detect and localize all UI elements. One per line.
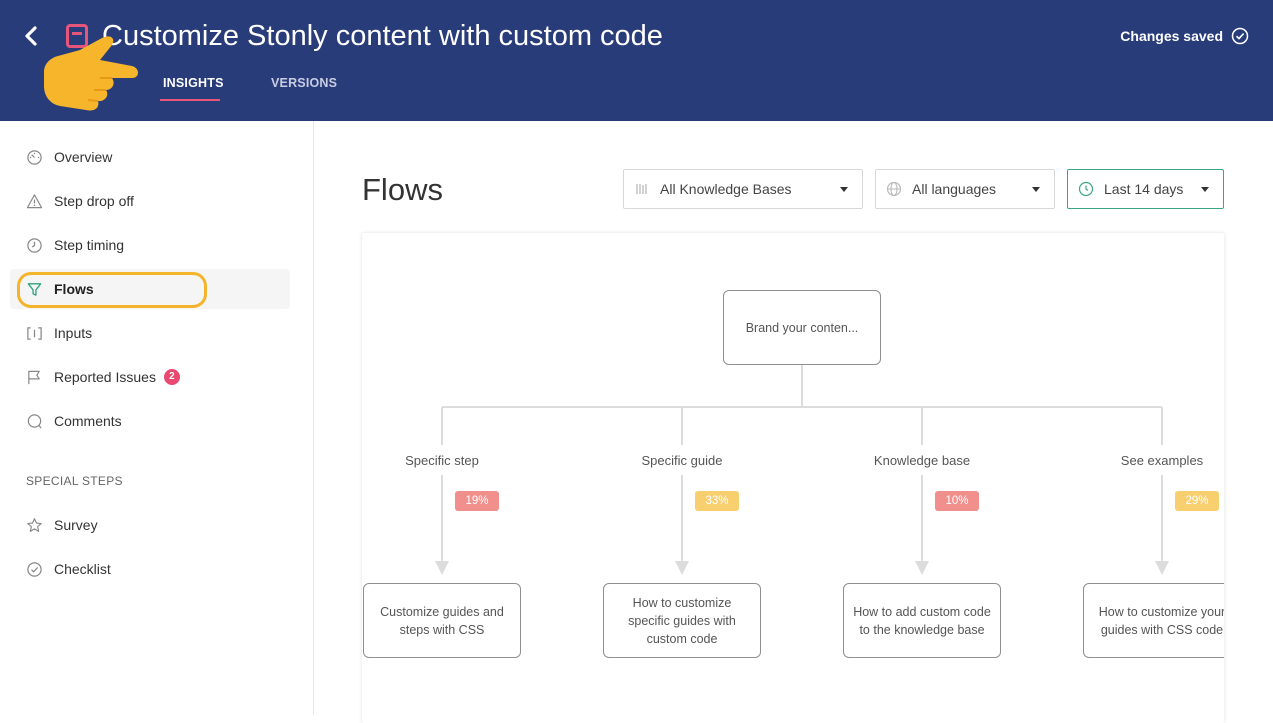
clock-icon <box>1078 181 1094 197</box>
knowledge-base-icon <box>634 181 650 197</box>
branch-label: Knowledge base <box>873 453 971 468</box>
sidebar-item-label: Overview <box>54 149 113 165</box>
sidebar-item-inputs[interactable]: Inputs <box>10 313 290 353</box>
flow-target-node[interactable]: How to customize specific guides with cu… <box>603 583 761 658</box>
sidebar-item-label: Reported Issues <box>54 369 156 385</box>
check-circle-icon <box>25 560 43 578</box>
input-brackets-icon <box>25 324 43 342</box>
comment-icon <box>25 412 43 430</box>
sidebar-item-overview[interactable]: Overview <box>10 137 290 177</box>
save-status: Changes saved <box>1120 27 1249 45</box>
check-circle-icon <box>1231 27 1249 45</box>
sidebar-item-label: Comments <box>54 413 122 429</box>
knowledge-base-filter-value: All Knowledge Bases <box>660 181 792 197</box>
pointing-hand-icon <box>44 36 138 111</box>
flag-icon <box>25 368 43 386</box>
chevron-down-icon <box>1032 187 1040 192</box>
special-steps-heading: SPECIAL STEPS <box>26 474 123 488</box>
guide-doc-icon <box>66 24 88 48</box>
back-arrow-icon[interactable] <box>18 22 44 50</box>
funnel-icon <box>25 280 43 298</box>
chevron-down-icon <box>1201 187 1209 192</box>
branch-percent-badge: 19% <box>455 491 499 511</box>
page-title: Flows <box>362 172 443 207</box>
active-tab-indicator <box>160 99 220 101</box>
sidebar-item-label: Checklist <box>54 561 111 577</box>
insights-sidebar <box>0 121 314 715</box>
sidebar-item-flows[interactable]: Flows <box>10 269 290 309</box>
sidebar-item-survey[interactable]: Survey <box>10 505 290 545</box>
flow-root-node[interactable]: Brand your conten... <box>723 290 881 365</box>
clock-icon <box>25 236 43 254</box>
language-filter-value: All languages <box>912 181 997 197</box>
sidebar-item-comments[interactable]: Comments <box>10 401 290 441</box>
branch-percent-badge: 10% <box>935 491 979 511</box>
issues-count-badge: 2 <box>163 369 180 385</box>
knowledge-base-filter[interactable]: All Knowledge Bases <box>623 169 863 209</box>
sidebar-item-checklist[interactable]: Checklist <box>10 549 290 589</box>
branch-label: Specific guide <box>641 453 723 468</box>
star-icon <box>25 516 43 534</box>
sidebar-item-reported-issues[interactable]: Reported Issues 2 <box>10 357 290 397</box>
gauge-icon <box>25 148 43 166</box>
warning-triangle-icon <box>25 192 43 210</box>
top-header: Customize Stonly content with custom cod… <box>0 0 1273 121</box>
tab-insights[interactable]: INSIGHTS <box>163 76 224 90</box>
branch-percent-badge: 29% <box>1175 491 1219 511</box>
sidebar-item-label: Step timing <box>54 237 125 253</box>
flow-diagram: Brand your conten... Specific step Speci… <box>362 233 1224 723</box>
flow-connectors <box>435 365 1169 575</box>
branch-percent-badge: 33% <box>695 491 739 511</box>
sidebar-item-label: Inputs <box>54 325 93 341</box>
save-status-label: Changes saved <box>1120 28 1223 44</box>
chevron-down-icon <box>840 187 848 192</box>
date-range-filter-value: Last 14 days <box>1104 181 1184 197</box>
sidebar-item-label: Survey <box>54 517 98 533</box>
flow-target-node[interactable]: How to customize your guides with CSS co… <box>1083 583 1224 658</box>
page-header-title: Customize Stonly content with custom cod… <box>102 20 663 52</box>
flow-target-node[interactable]: Customize guides and steps with CSS <box>363 583 521 658</box>
branch-label: See examples <box>1120 453 1204 468</box>
highlight-ring <box>17 272 207 308</box>
sidebar-item-step-timing[interactable]: Step timing <box>10 225 290 265</box>
date-range-filter[interactable]: Last 14 days <box>1067 169 1224 209</box>
sidebar-item-label: Step drop off <box>54 193 134 209</box>
branch-label: Specific step <box>405 453 479 468</box>
sidebar-item-label: Flows <box>54 281 94 297</box>
sidebar-item-step-drop-off[interactable]: Step drop off <box>10 181 290 221</box>
tab-versions[interactable]: VERSIONS <box>271 76 338 90</box>
flow-target-node[interactable]: How to add custom code to the knowledge … <box>843 583 1001 658</box>
language-filter[interactable]: All languages <box>875 169 1055 209</box>
globe-icon <box>886 181 902 197</box>
